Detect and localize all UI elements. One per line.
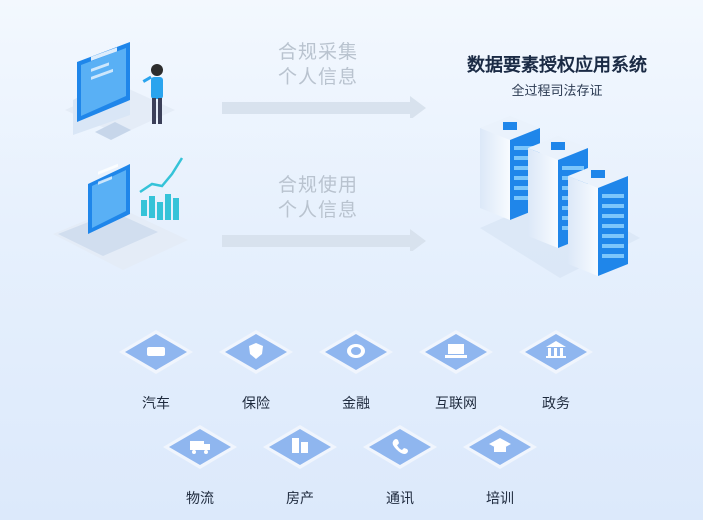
industry-label: 金融: [342, 395, 370, 411]
industry-label: 培训: [486, 490, 514, 506]
laptop-icon: [419, 330, 493, 374]
industry-label: 汽车: [142, 395, 170, 411]
flow-label-collect-line2: 个人信息: [277, 67, 358, 88]
industry-label: 房产: [286, 490, 314, 506]
shield-icon: [219, 330, 293, 374]
coin-icon: [319, 330, 393, 374]
industry-finance: 金融: [311, 328, 401, 413]
truck-icon: [163, 425, 237, 469]
arrow-right-icon: [222, 96, 426, 118]
system-subtitle: 全过程司法存证: [511, 83, 603, 98]
industry-label: 保险: [242, 395, 270, 411]
industry-logistics: 物流: [155, 423, 245, 508]
flow-label-use-line1: 合规使用: [277, 175, 358, 196]
flow-label-collect: 合规采集 个人信息: [248, 40, 388, 90]
flow-label-collect-line1: 合规采集: [277, 42, 358, 63]
industry-label: 政务: [542, 395, 570, 411]
government-icon: [519, 330, 593, 374]
arrow-right-icon: [222, 229, 426, 251]
monitor-person-illustration: [65, 42, 175, 140]
graduation-cap-icon: [463, 425, 537, 469]
car-icon: [119, 330, 193, 374]
building-icon: [263, 425, 337, 469]
industry-training: 培训: [455, 423, 545, 508]
industry-label: 通讯: [386, 490, 414, 506]
phone-icon: [363, 425, 437, 469]
industry-real-estate: 房产: [255, 423, 345, 508]
industry-government: 政务: [511, 328, 601, 413]
industry-insurance: 保险: [211, 328, 301, 413]
industry-label: 互联网: [435, 395, 477, 411]
industry-label: 物流: [186, 490, 214, 506]
flow-label-use-line2: 个人信息: [277, 200, 358, 221]
server-racks-illustration: [480, 116, 640, 278]
flow-label-use: 合规使用 个人信息: [248, 173, 388, 223]
industry-telecom: 通讯: [355, 423, 445, 508]
industry-car: 汽车: [111, 328, 201, 413]
laptop-chart-illustration: [53, 157, 188, 270]
industry-internet: 互联网: [411, 328, 501, 413]
system-title: 数据要素授权应用系统: [467, 55, 647, 75]
